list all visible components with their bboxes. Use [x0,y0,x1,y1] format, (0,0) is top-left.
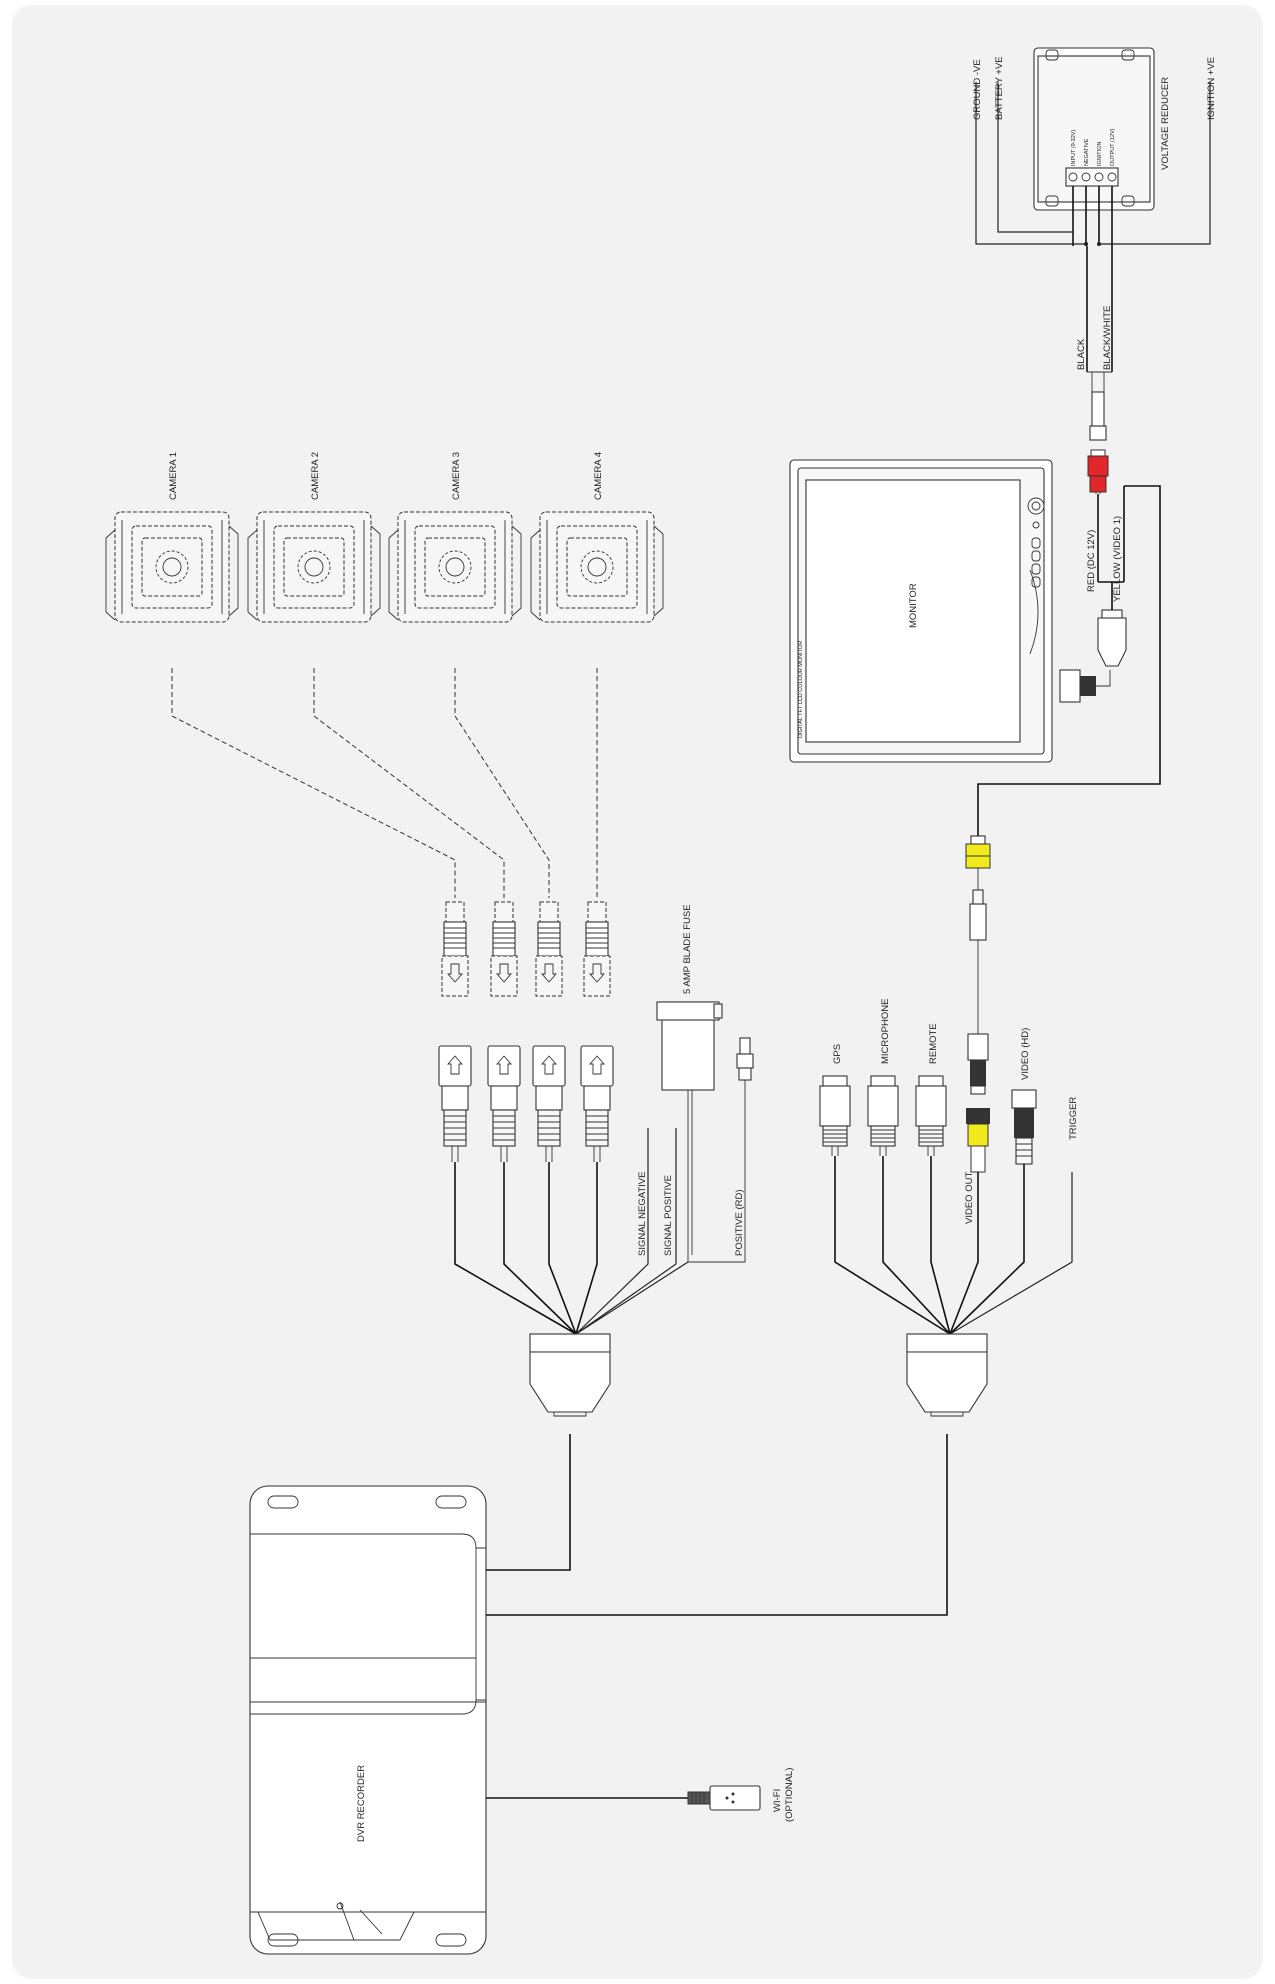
ground-label: GROUND -VE [972,59,983,120]
camera-2 [247,511,381,623]
camera-2-label: CAMERA 2 [310,452,321,500]
positive-rd-label: POSITIVE (RD) [734,1189,745,1256]
camera-connector-2 [490,901,518,997]
dvr-cable-2 [486,1434,948,1616]
battery-label: BATTERY +VE [994,56,1005,120]
dvr-connector-2 [487,1045,521,1163]
right-harness-wires [834,1156,1073,1335]
camera-4-label: CAMERA 4 [593,452,604,500]
dc-barrel-plug [1086,246,1113,441]
dvr-cable-1 [486,1434,571,1571]
camera-2-cable [313,668,505,898]
remote-jack [915,1075,947,1157]
voltage-reducer [975,47,1211,246]
dvr-recorder [249,1485,487,1955]
camera-connector-1 [441,901,469,997]
left-harness-wires [454,1128,689,1335]
camera-1-label: CAMERA 1 [168,452,179,500]
dvr-connector-3 [532,1045,566,1163]
voltage-reducer-label: VOLTAGE REDUCER [1160,77,1171,170]
microphone-jack [867,1075,899,1157]
dvr-connector-4 [580,1045,614,1163]
monitor [789,459,1053,763]
camera-connector-4 [583,901,611,997]
black-white-wire-label: BLACK/WHITE [1102,306,1113,370]
ignition-label: IGNITION +VE [1206,57,1217,120]
vr-negative-label: NEGATIVE [1084,138,1090,166]
video-hd-label: VIDEO (HD) [1020,1028,1031,1080]
right-harness-connector [906,1333,988,1417]
dvr-connector-1 [438,1045,472,1163]
dvr-recorder-label: DVR RECORDER [356,1765,367,1842]
black-wire-label: BLACK [1076,338,1087,370]
microphone-label: MICROPHONE [880,999,891,1064]
camera-connector-3 [535,901,563,997]
camera-3 [388,511,522,623]
fuse-pin [736,1037,754,1081]
monitor-model-label: DIGITAL TFT LCD COLOUR MONITOR [798,641,804,738]
trigger-label: TRIGGER [1068,1097,1079,1140]
video-out-connector [966,1108,990,1173]
rca-video-cable [965,485,1161,1095]
yellow-video-label: YELLOW (VIDEO 1) [1112,516,1123,602]
wifi-dongle [687,1785,761,1811]
camera-3-label: CAMERA 3 [451,452,462,500]
camera-3-cable [454,668,550,898]
video-hd-connector [1011,1089,1037,1165]
monitor-label: MONITOR [908,583,919,628]
wifi-label-line2: (OPTIONAL) [784,1768,795,1822]
vr-ignition-label: IGNITION [1097,142,1103,166]
vr-input-label: INPUT (9-32V) [1071,130,1077,166]
remote-label: REMOTE [928,1023,939,1064]
signal-positive-label: SIGNAL POSITIVE [663,1175,674,1256]
fuse-label: 5 AMP BLADE FUSE [682,904,693,994]
blade-fuse [656,1001,746,1263]
monitor-cable-splitter [1059,456,1127,703]
diagram-background [12,5,1263,1979]
camera-4 [530,511,664,623]
red-dc-label: RED (DC 12V) [1086,530,1097,592]
signal-negative-label: SIGNAL NEGATIVE [637,1172,648,1256]
gps-label: GPS [832,1044,843,1064]
vr-output-label: OUTPUT (12V) [1110,128,1116,166]
wifi-label-line1: WI-FI [772,1789,783,1812]
camera-1 [105,511,239,623]
video-out-label: VIDEO OUT [964,1172,975,1224]
left-harness-connector [529,1333,611,1417]
camera-1-cable [171,668,456,898]
red-dc-plug [1087,449,1109,493]
gps-jack [819,1075,851,1157]
